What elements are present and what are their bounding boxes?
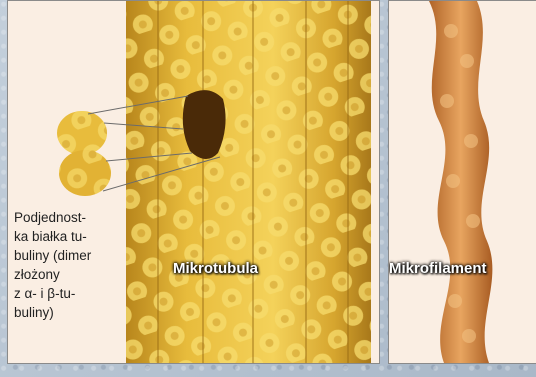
tubulin-dimer bbox=[57, 111, 111, 196]
microtubule-panel: Podjednost- ka białka tu- buliny (dimer … bbox=[7, 0, 380, 364]
microtubule-label: Mikrotubula bbox=[173, 260, 258, 277]
subunit-label-line: buliny) bbox=[14, 303, 122, 322]
subunit-label-line: buliny (dimer bbox=[14, 246, 122, 265]
subunit-label-line: ka białka tu- bbox=[14, 227, 122, 246]
tubulin-subunit-label: Podjednost- ka białka tu- buliny (dimer … bbox=[11, 206, 125, 324]
microfilament-panel: Mikrofilament bbox=[388, 0, 536, 364]
microtubule-gap bbox=[183, 90, 226, 159]
actin-filament bbox=[429, 1, 492, 363]
subunit-label-line: Podjednost- bbox=[14, 208, 122, 227]
microfilament-label: Mikrofilament bbox=[389, 260, 487, 277]
subunit-label-line: złożony bbox=[14, 265, 122, 284]
subunit-label-line: z α- i β-tu- bbox=[14, 284, 122, 303]
microfilament-illustration bbox=[389, 1, 536, 363]
